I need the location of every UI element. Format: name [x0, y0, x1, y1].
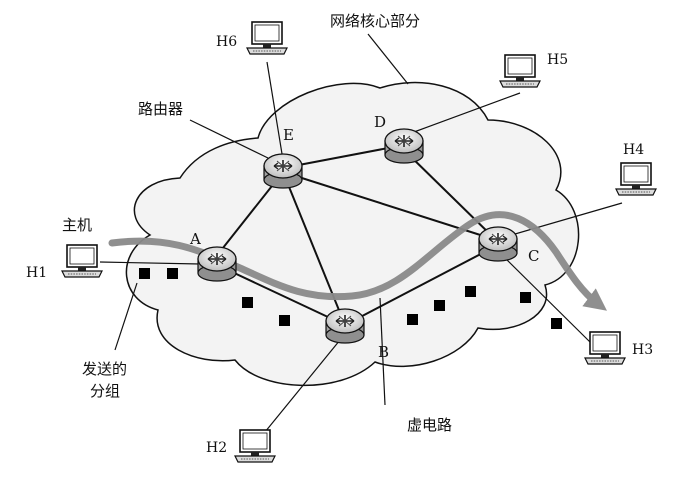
packet-1	[139, 268, 150, 279]
router-a-label: A	[189, 230, 201, 248]
packet-3	[242, 297, 253, 308]
sent-packets-label-line2: 分组	[90, 382, 120, 400]
link-d-c	[403, 149, 497, 241]
router-d	[384, 128, 424, 164]
host-h1-label: H1	[26, 265, 47, 281]
host-links	[99, 61, 623, 433]
network-core-label: 网络核心部分	[330, 12, 420, 30]
host-h2-label: H2	[206, 440, 227, 456]
packet-9	[551, 318, 562, 329]
router-a	[197, 246, 237, 282]
packets	[139, 268, 562, 329]
router-d-label: D	[374, 113, 386, 131]
router-c	[478, 226, 518, 262]
host-label: 主机	[62, 216, 92, 234]
host-h4-computer-icon	[615, 162, 657, 196]
link-e-d	[282, 144, 405, 169]
callout-line-sent-packets	[114, 282, 138, 351]
link-h4-c	[507, 202, 623, 237]
host-h4-label: H4	[623, 142, 644, 158]
callout-line-router	[189, 119, 269, 159]
virtual-circuit-label: 虚电路	[407, 416, 452, 434]
host-h6-label: H6	[216, 34, 237, 50]
callout-line-virtual-circuit	[379, 297, 386, 406]
network-core-cloud	[125, 81, 580, 387]
host-h3-computer-icon	[584, 331, 626, 365]
packet-6	[434, 300, 445, 311]
callout-lines	[114, 33, 409, 406]
host-h6-computer-icon	[246, 21, 288, 55]
host-h2-computer-icon	[234, 429, 276, 463]
router-c-label: C	[528, 247, 539, 265]
sent-packets-label-line1: 发送的	[82, 360, 127, 378]
link-h6-e	[266, 61, 284, 161]
host-h3-label: H3	[632, 342, 653, 358]
packet-5	[407, 314, 418, 325]
router-e	[263, 153, 303, 189]
link-h1-a	[99, 261, 201, 265]
packet-2	[167, 268, 178, 279]
packet-7	[465, 286, 476, 297]
link-h2-b	[264, 339, 341, 433]
link-a-b	[214, 263, 346, 326]
packet-4	[279, 315, 290, 326]
link-h3-c	[504, 257, 591, 343]
link-b-c	[344, 245, 497, 326]
host-h5-computer-icon	[499, 54, 541, 88]
callout-line-network-core	[367, 33, 409, 85]
host-h5-label: H5	[547, 52, 568, 68]
router-b-label: B	[378, 343, 389, 361]
router-label: 路由器	[138, 100, 183, 118]
router-b	[325, 308, 365, 344]
packet-8	[520, 292, 531, 303]
router-e-label: E	[283, 126, 294, 144]
host-h1-computer-icon	[61, 244, 103, 278]
link-h5-d	[413, 92, 521, 133]
